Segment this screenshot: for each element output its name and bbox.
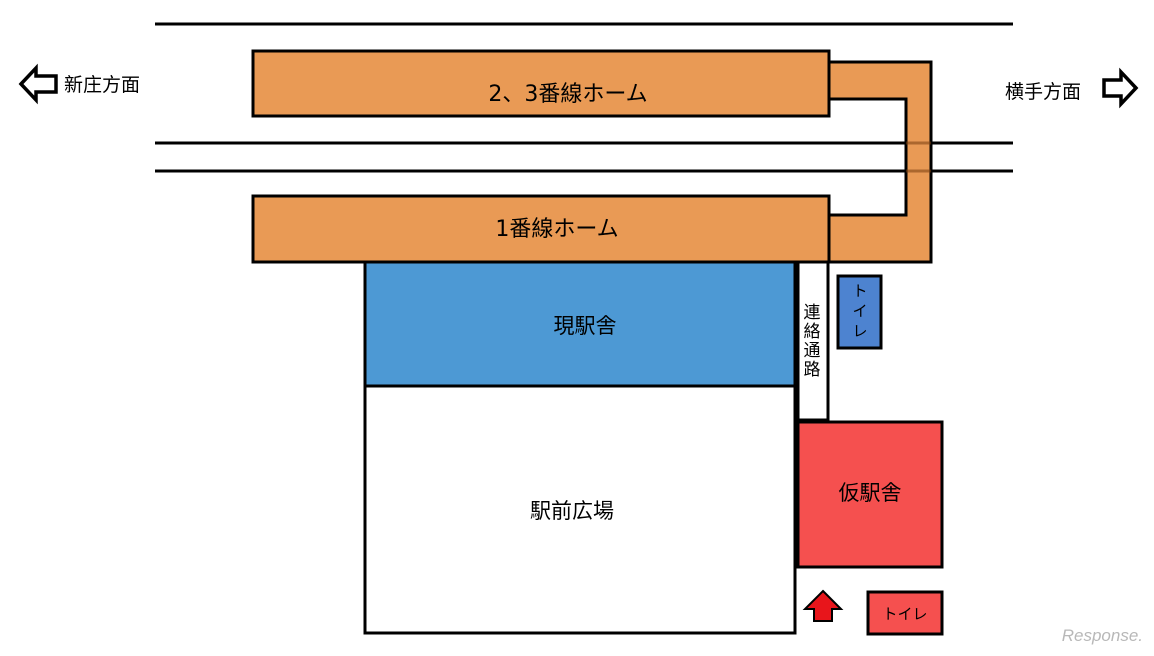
watermark: Response. — [1062, 626, 1143, 645]
current-station-label: 現駅舎 — [554, 314, 617, 338]
platform-2-3-label: 2、3番線ホーム — [488, 82, 647, 107]
platform-overpass — [827, 60, 933, 264]
toilet-upper-char-1: ト — [852, 282, 867, 300]
toilet-upper-char-2: イ — [852, 302, 867, 320]
left-arrow-icon — [18, 63, 58, 105]
temporary-station-building — [796, 420, 944, 569]
plaza-label: 駅前広場 — [530, 499, 614, 523]
passage-char-3: 通 — [804, 341, 821, 361]
temporary-station-label: 仮駅舎 — [839, 481, 902, 505]
direction-right-label: 横手方面 — [1005, 81, 1081, 103]
toilet-upper — [836, 274, 883, 350]
passage-char-1: 連 — [804, 303, 821, 323]
current-station-building — [363, 260, 797, 388]
direction-left-label: 新庄方面 — [64, 74, 140, 96]
toilet-upper-char-3: レ — [852, 322, 867, 340]
entrance-arrow-icon — [802, 589, 844, 622]
passage-char-2: 絡 — [804, 322, 821, 342]
platform-2-3 — [251, 49, 831, 118]
platform-1-label: 1番線ホーム — [495, 217, 618, 242]
right-arrow-icon — [1102, 67, 1139, 109]
toilet-lower — [866, 590, 944, 636]
toilet-lower-label: トイレ — [882, 605, 927, 623]
station-front-plaza — [363, 384, 797, 635]
connecting-passage — [796, 260, 830, 422]
passage-char-4: 路 — [804, 360, 821, 380]
